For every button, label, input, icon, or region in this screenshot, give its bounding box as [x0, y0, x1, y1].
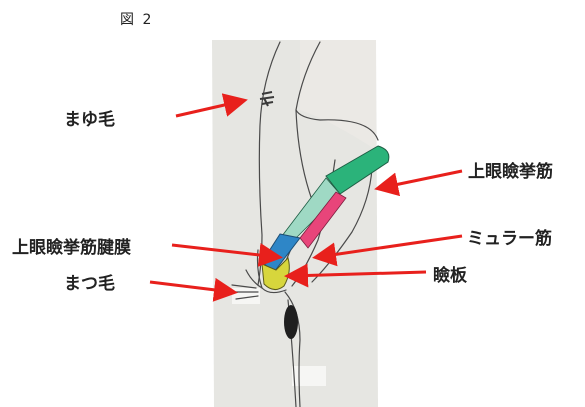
- arrow-tarsus: [284, 263, 427, 288]
- lid-fold-line: [245, 269, 263, 289]
- arrow-levator-muscle: [374, 169, 463, 197]
- label-muller-muscle: ミュラー筋: [467, 229, 552, 249]
- levator-muscle-shape: [325, 145, 390, 195]
- paper-patch-2: [292, 366, 326, 386]
- label-arrows: [149, 93, 463, 302]
- globe-line-1: [284, 291, 301, 407]
- arrow-eyelash: [149, 277, 238, 302]
- label-eyebrow: まゆ毛: [64, 110, 115, 130]
- label-eyelash: まつ毛: [64, 274, 115, 294]
- arrow-levator-aponeurosis: [171, 243, 283, 267]
- arrow-muller-muscle: [312, 234, 463, 267]
- eye-pupil-shape: [284, 305, 298, 339]
- brow-line: [295, 41, 379, 141]
- label-levator-aponeurosis: 上眼瞼挙筋腱膜: [12, 238, 131, 258]
- arrow-eyebrow: [175, 93, 248, 118]
- label-tarsus: 瞼板: [433, 266, 467, 286]
- paper-highlight: [300, 40, 376, 150]
- label-levator-muscle: 上眼瞼挙筋: [468, 162, 553, 182]
- conjunctiva-line: [311, 167, 373, 283]
- eyebrow-hairs: [259, 91, 275, 107]
- figure-number: 図 2: [120, 12, 154, 28]
- muller-muscle-shape: [299, 191, 347, 249]
